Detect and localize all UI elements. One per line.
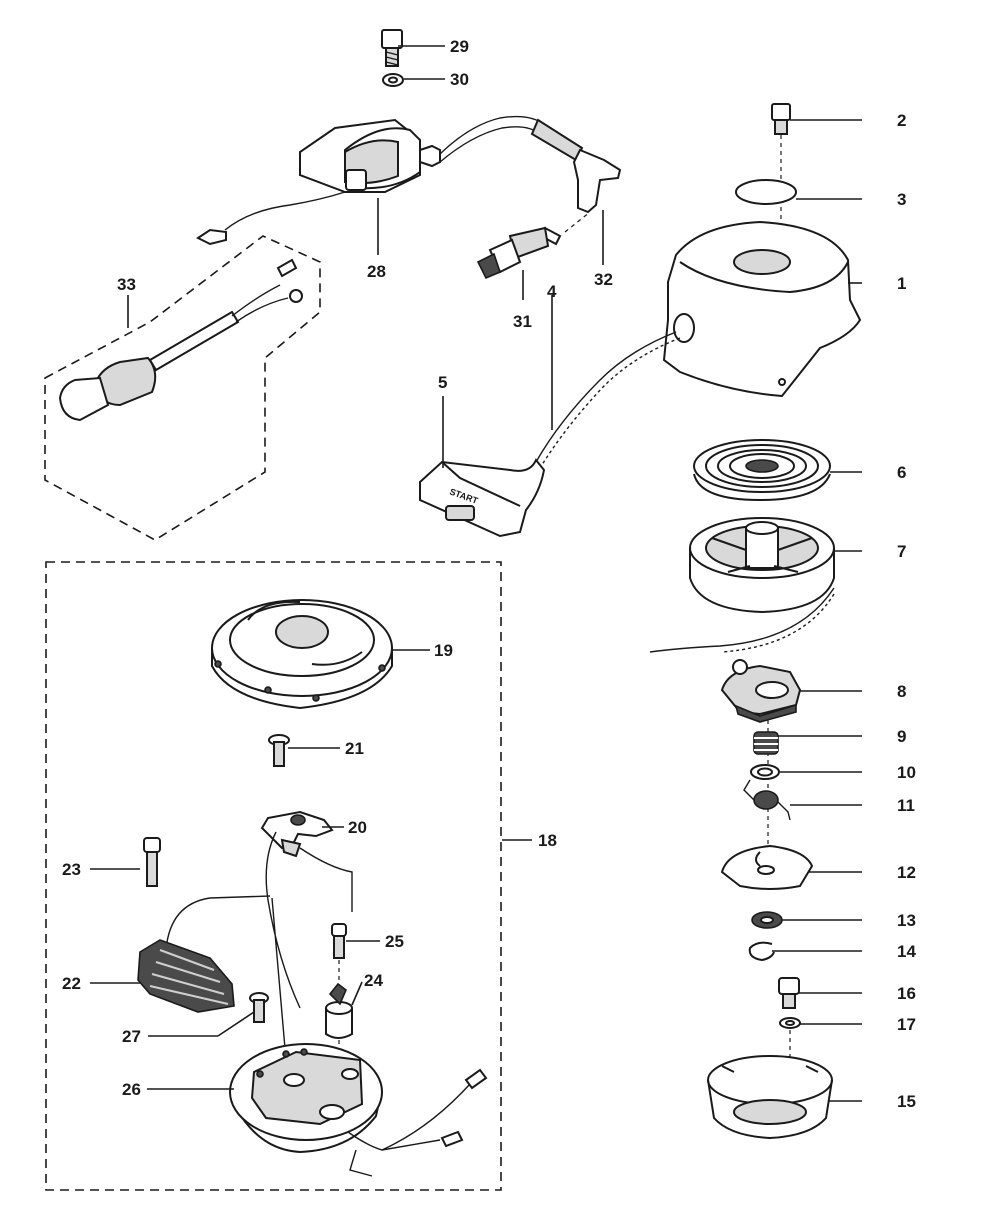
washer-part-17 bbox=[779, 1017, 801, 1029]
screw-part-27 bbox=[249, 992, 269, 1023]
cover-cap-part-3 bbox=[735, 179, 797, 205]
callout-2: 2 bbox=[897, 111, 906, 130]
stator-coil-part-22 bbox=[137, 939, 235, 1013]
retainer-plate-part-12 bbox=[720, 844, 814, 890]
starter-housing-part-1 bbox=[662, 220, 862, 398]
flywheel-part-19 bbox=[211, 599, 393, 710]
stator-wires bbox=[165, 831, 353, 1061]
callout-29: 29 bbox=[450, 37, 469, 56]
callout-15: 15 bbox=[897, 1092, 916, 1111]
callout-17: 17 bbox=[897, 1015, 916, 1034]
callout-24: 24 bbox=[364, 971, 383, 990]
callout-26: 26 bbox=[122, 1080, 141, 1099]
ignition-coil-part-28 bbox=[196, 115, 622, 246]
callout-4: 4 bbox=[547, 282, 557, 301]
recoil-spring-part-6 bbox=[693, 439, 831, 502]
starter-rope-part-4 bbox=[535, 331, 677, 463]
breaker-arm-part-20 bbox=[260, 810, 334, 858]
callout-28: 28 bbox=[367, 262, 386, 281]
callout-14: 14 bbox=[897, 942, 916, 961]
spark-plug-cap-part-32 bbox=[564, 211, 591, 233]
washer-part-30 bbox=[382, 73, 404, 87]
callout-7: 7 bbox=[897, 542, 906, 561]
callout-22: 22 bbox=[62, 974, 81, 993]
callout-33: 33 bbox=[117, 275, 136, 294]
callout-21: 21 bbox=[345, 739, 364, 758]
callout-18: 18 bbox=[538, 831, 557, 850]
condenser-part-24 bbox=[325, 982, 353, 1039]
callout-32: 32 bbox=[594, 270, 613, 289]
callout-11: 11 bbox=[897, 796, 915, 815]
callout-16: 16 bbox=[897, 984, 916, 1003]
rope-pulley-part-7 bbox=[649, 517, 835, 653]
group-33-boundary bbox=[44, 235, 321, 541]
group-18-boundary bbox=[45, 561, 502, 1191]
wiring-harness-part-33 bbox=[58, 258, 303, 422]
callout-10: 10 bbox=[897, 763, 916, 782]
clip-part-14 bbox=[748, 941, 775, 962]
callout-12: 12 bbox=[897, 863, 916, 882]
bolt-part-16 bbox=[778, 977, 800, 1009]
callout-19: 19 bbox=[434, 641, 453, 660]
callout-27: 27 bbox=[122, 1027, 141, 1046]
pawl-spring-part-9 bbox=[753, 731, 779, 755]
screw-part-25 bbox=[331, 923, 347, 959]
callout-5: 5 bbox=[438, 373, 447, 392]
pawl-part-8 bbox=[720, 659, 802, 723]
callout-30: 30 bbox=[450, 70, 469, 89]
callout-6: 6 bbox=[897, 463, 906, 482]
callout-1: 1 bbox=[897, 274, 906, 293]
callout-13: 13 bbox=[897, 911, 916, 930]
torsion-spring-part-11 bbox=[743, 779, 791, 821]
stator-plate-part-26 bbox=[229, 1043, 488, 1177]
spark-plug-part-31 bbox=[476, 226, 562, 280]
callout-3: 3 bbox=[897, 190, 906, 209]
starter-handle-part-5: START bbox=[419, 458, 546, 538]
callout-leader-lines bbox=[90, 45, 862, 1102]
screw-part-21 bbox=[268, 734, 290, 767]
callout-31: 31 bbox=[513, 312, 532, 331]
callout-8: 8 bbox=[897, 682, 906, 701]
starter-cup-part-15 bbox=[707, 1055, 833, 1140]
bolt-part-2 bbox=[771, 103, 791, 135]
washer-part-10 bbox=[750, 764, 780, 780]
screw-part-23 bbox=[143, 837, 161, 887]
callout-9: 9 bbox=[897, 727, 906, 746]
bolt-part-29 bbox=[381, 29, 403, 67]
callout-20: 20 bbox=[348, 818, 367, 837]
callout-23: 23 bbox=[62, 860, 81, 879]
callout-25: 25 bbox=[385, 932, 404, 951]
